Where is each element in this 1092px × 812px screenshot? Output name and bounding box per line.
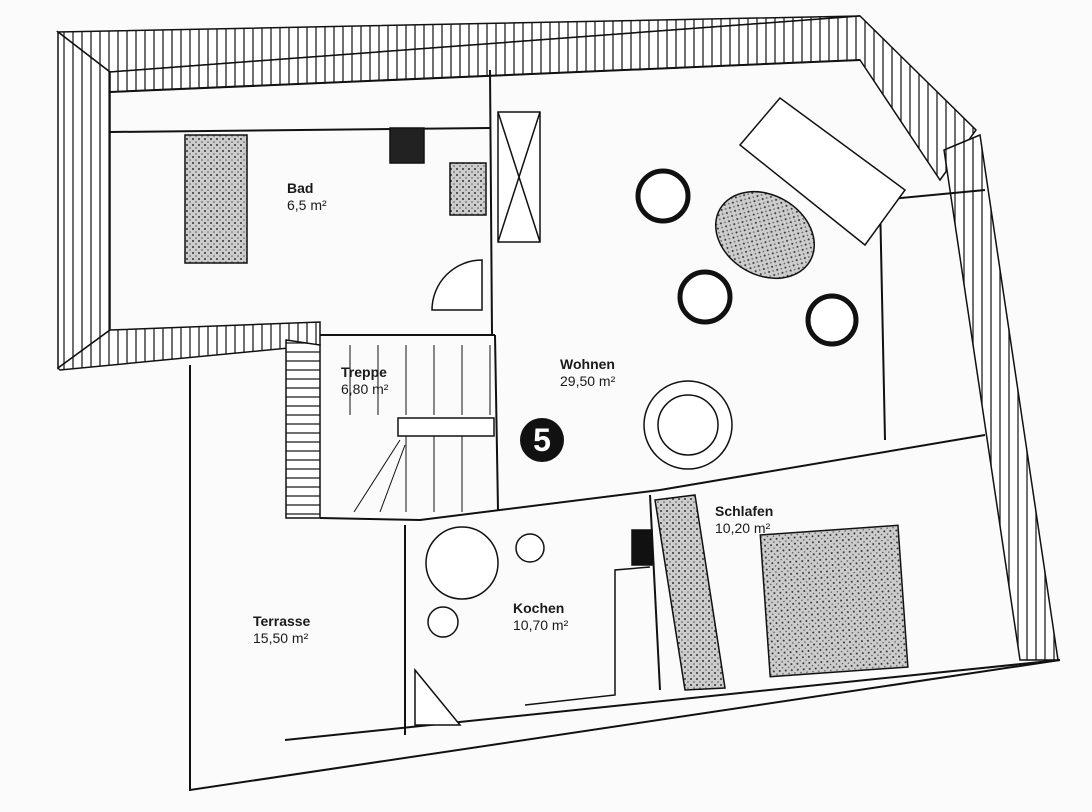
roof-walls	[55, 15, 1059, 661]
interior-walls	[109, 59, 1061, 792]
room-name: Bad	[287, 180, 314, 196]
room-kochen: Kochen 10,70 m²	[513, 600, 568, 634]
room-wohnen: Wohnen 29,50 m²	[560, 356, 615, 390]
room-area: 6,5 m²	[287, 197, 327, 213]
room-name: Schlafen	[715, 503, 774, 519]
room-bad: Bad 6,5 m²	[287, 180, 327, 214]
room-name: Kochen	[513, 600, 565, 616]
room-name: Terrasse	[253, 613, 311, 629]
room-area: 15,50 m²	[253, 630, 309, 646]
room-name: Wohnen	[560, 356, 615, 372]
furniture	[184, 96, 909, 726]
room-area: 29,50 m²	[560, 373, 616, 389]
room-treppe: Treppe 6,80 m²	[341, 364, 388, 398]
room-area: 10,70 m²	[513, 617, 569, 633]
room-area: 6,80 m²	[341, 381, 389, 397]
unit-number-badge: 5	[520, 418, 564, 462]
room-area: 10,20 m²	[715, 520, 771, 536]
room-name: Treppe	[341, 364, 387, 380]
room-terrasse: Terrasse 15,50 m²	[253, 613, 310, 647]
room-schlafen: Schlafen 10,20 m²	[715, 503, 773, 537]
stair-treads	[349, 345, 491, 513]
